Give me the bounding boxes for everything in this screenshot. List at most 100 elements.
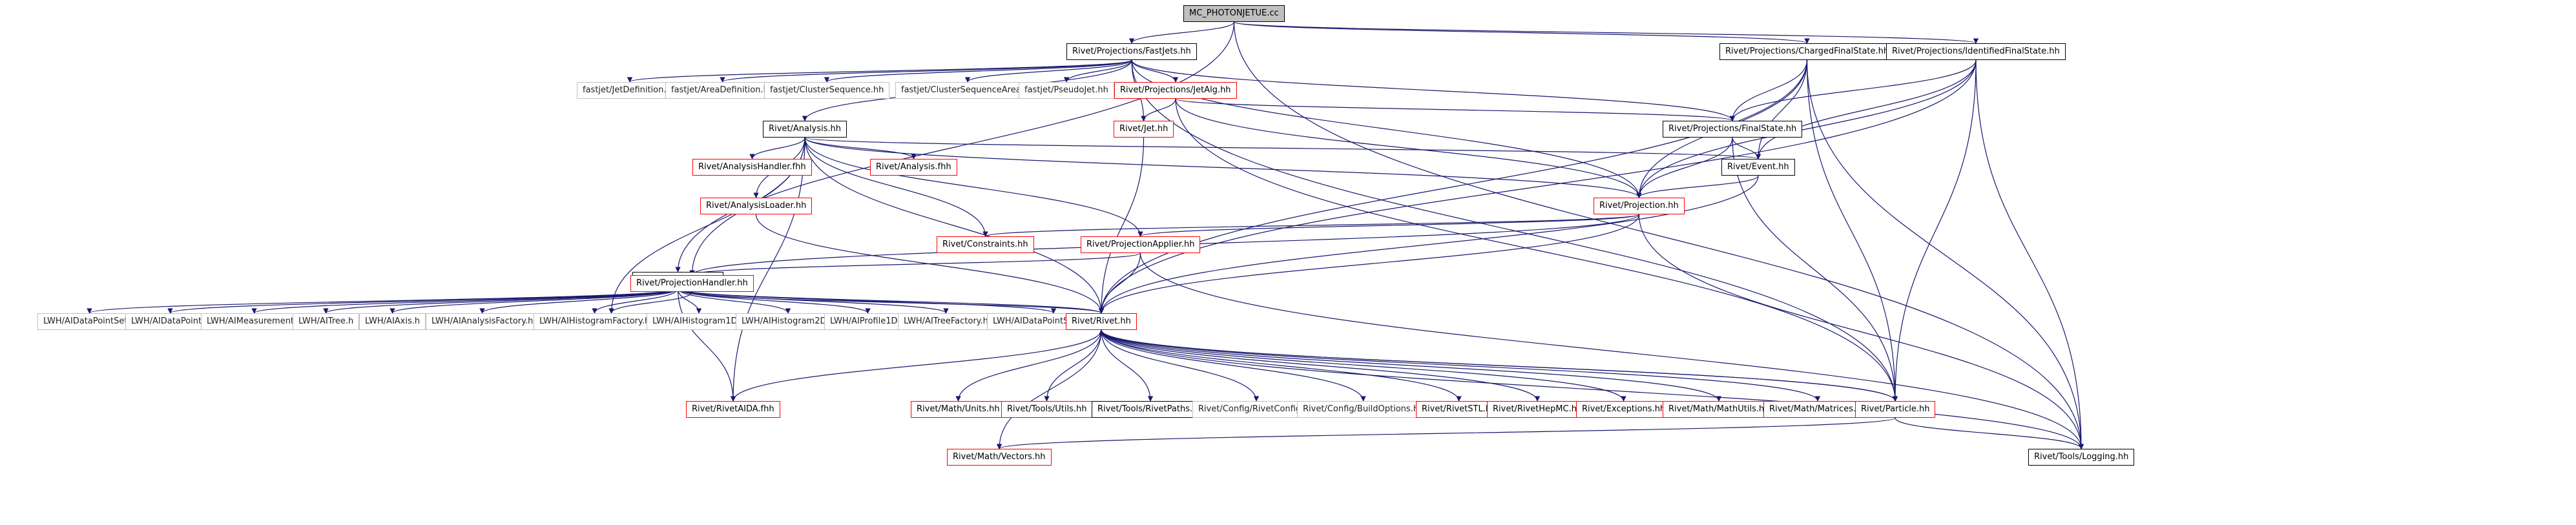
node-lwh-axis[interactable]: LWH/AIAxis.h xyxy=(359,313,426,330)
node-chargedfs[interactable]: Rivet/Projections/ChargedFinalState.hh xyxy=(1719,43,1895,60)
node-lwh-h1d[interactable]: LWH/AIHistogram1D.h xyxy=(647,313,751,330)
edge-rivet-to-utils xyxy=(1044,329,1102,402)
edge-rivet-to-matrices xyxy=(1101,329,1821,402)
edge-finalstate-to-event xyxy=(1732,137,1761,160)
edge-rivet-to-rivethepmc xyxy=(1101,329,1541,402)
edge-fastjets-to-fj-clusterseqarea xyxy=(964,59,1132,83)
edge-analysis-to-analysisfhh xyxy=(804,137,917,160)
edge-root-to-logging-hh xyxy=(1233,21,2084,449)
node-event[interactable]: Rivet/Event.hh xyxy=(1721,159,1795,176)
edge-projection-to-constraints xyxy=(982,214,1640,237)
node-analysis[interactable]: Rivet/Analysis.hh xyxy=(763,121,847,138)
edge-chargedfs-to-particle xyxy=(1806,59,1898,402)
edge-rivetaida-to-lwh-hf xyxy=(592,288,679,314)
edge-rivetaida-to-lwh-axis xyxy=(390,288,679,314)
node-lwh-dp[interactable]: LWH/AIDataPoint.h xyxy=(125,313,216,330)
edge-root-to-identifiedfs xyxy=(1233,21,1979,44)
node-projection[interactable]: Rivet/Projection.hh xyxy=(1594,198,1685,214)
node-particle[interactable]: Rivet/Particle.hh xyxy=(1855,401,1936,418)
node-fj-clusterseq[interactable]: fastjet/ClusterSequence.hh xyxy=(764,82,890,99)
edge-rivet-to-buildoptions xyxy=(1101,329,1366,402)
node-vectors[interactable]: Rivet/Math/Vectors.hh xyxy=(947,449,1052,466)
edge-projapplier-to-rivet xyxy=(1098,252,1141,314)
node-buildoptions[interactable]: Rivet/Config/BuildOptions.hh xyxy=(1297,401,1430,418)
node-root: MC_PHOTONJETUE.cc xyxy=(1183,5,1285,22)
edge-rivetaida-to-lwh-tree xyxy=(323,288,679,314)
node-lwh-tf[interactable]: LWH/AITreeFactory.h xyxy=(898,313,994,330)
edge-identifiedfs-to-projection xyxy=(1636,59,1977,198)
edge-analysis-to-projection xyxy=(804,137,1642,198)
node-fastjets[interactable]: Rivet/Projections/FastJets.hh xyxy=(1066,43,1197,60)
edge-fastjets-to-particle xyxy=(1131,59,1898,402)
edge-analysis-to-analysishandler xyxy=(749,137,805,160)
edge-particle-to-logging-hh xyxy=(1895,417,2084,449)
node-rivetaida-fhh[interactable]: Rivet/RivetAIDA.fhh xyxy=(686,401,780,418)
edge-projection-to-rivet xyxy=(1098,214,1640,314)
edge-rivetaida-to-lwh-dps xyxy=(87,288,679,314)
node-units[interactable]: Rivet/Math/Units.hh xyxy=(911,401,1006,418)
edge-analysis-to-event xyxy=(804,137,1761,160)
edge-particle-to-vectors xyxy=(997,417,1896,449)
node-lwh-hf[interactable]: LWH/AIHistogramFactory.h xyxy=(534,313,656,330)
edge-projhandler-to-logging-fhh xyxy=(608,291,693,314)
node-analysishandler[interactable]: Rivet/AnalysisHandler.fhh xyxy=(692,159,812,176)
edge-rivetaida-to-lwh-p1d xyxy=(677,288,871,314)
edge-projapplier-to-logging-hh xyxy=(1139,252,2084,449)
edge-root-to-fastjets xyxy=(1128,21,1235,44)
edge-layer xyxy=(87,21,2084,449)
node-utils[interactable]: Rivet/Tools/Utils.hh xyxy=(1001,401,1093,418)
node-identifiedfs[interactable]: Rivet/Projections/IdentifiedFinalState.h… xyxy=(1886,43,2066,60)
node-fj-clusterseqarea[interactable]: fastjet/ClusterSequenceArea.hh xyxy=(895,82,1041,99)
node-rivetpaths[interactable]: Rivet/Tools/RivetPaths.hh xyxy=(1092,401,1209,418)
edge-identifiedfs-to-logging-hh xyxy=(1975,59,2084,449)
node-jetalg[interactable]: Rivet/Projections/JetAlg.hh xyxy=(1114,82,1237,99)
node-logging-hh[interactable]: Rivet/Tools/Logging.hh xyxy=(2028,449,2135,466)
edge-analysis-to-constraints xyxy=(804,137,988,237)
edge-fastjets-to-fj-jetdef xyxy=(627,59,1132,83)
edge-rivet-to-logging-hh xyxy=(1101,329,2084,449)
edge-rivet-to-vectors xyxy=(996,329,1102,449)
edge-jet-to-rivet xyxy=(1098,137,1145,314)
edge-jetalg-to-projection xyxy=(1175,98,1642,198)
edge-identifiedfs-to-finalstate xyxy=(1729,59,1977,121)
edge-finalstate-to-particle xyxy=(1732,137,1898,402)
node-fj-jetdef[interactable]: fastjet/JetDefinition.hh xyxy=(577,82,683,99)
node-jet[interactable]: Rivet/Jet.hh xyxy=(1114,121,1174,138)
node-rivethepmc[interactable]: Rivet/RivetHepMC.hh xyxy=(1487,401,1588,418)
node-fj-pseudojet[interactable]: fastjet/PseudoJet.hh xyxy=(1019,82,1114,99)
node-rivet[interactable]: Rivet/Rivet.hh xyxy=(1066,313,1137,330)
edge-identifiedfs-to-rivet xyxy=(1098,59,1977,314)
node-finalstate[interactable]: Rivet/Projections/FinalState.hh xyxy=(1663,121,1803,138)
node-lwh-p1d[interactable]: LWH/AIProfile1D.h xyxy=(824,313,911,330)
edge-identifiedfs-to-event xyxy=(1755,59,1977,160)
edge-finalstate-to-projection xyxy=(1636,137,1733,198)
node-analysisfhh[interactable]: Rivet/Analysis.fhh xyxy=(870,159,957,176)
edge-projhandler-to-rivet xyxy=(691,291,1104,314)
node-exceptions[interactable]: Rivet/Exceptions.hh xyxy=(1576,401,1672,418)
edge-jetalg-to-jet xyxy=(1141,98,1176,121)
edge-rivetaida-to-lwh-meas xyxy=(251,288,679,314)
node-lwh-h2d[interactable]: LWH/AIHistogram2D.h xyxy=(736,313,840,330)
edge-rivetaida-to-lwh-tf xyxy=(677,288,949,314)
edge-rivet-to-mathutils xyxy=(1101,329,1722,402)
node-lwh-tree[interactable]: LWH/AITree.h xyxy=(293,313,360,330)
node-constraints[interactable]: Rivet/Constraints.hh xyxy=(937,236,1034,253)
node-lwh-dps[interactable]: LWH/AIDataPointSet.h xyxy=(37,313,141,330)
node-matrices[interactable]: Rivet/Math/Matrices.hh xyxy=(1763,401,1873,418)
node-fj-areadef[interactable]: fastjet/AreaDefinition.hh xyxy=(665,82,780,99)
edge-root-to-chargedfs xyxy=(1233,21,1810,44)
node-projhandler[interactable]: Rivet/ProjectionHandler.hh xyxy=(630,275,754,292)
edge-event-to-projection xyxy=(1636,175,1759,198)
node-projapplier[interactable]: Rivet/ProjectionApplier.hh xyxy=(1081,236,1201,253)
edge-chargedfs-to-finalstate xyxy=(1729,59,1808,121)
node-mathutils[interactable]: Rivet/Math/MathUtils.hh xyxy=(1663,401,1776,418)
edge-chargedfs-to-logging-hh xyxy=(1806,59,2084,449)
node-lwh-meas[interactable]: LWH/AIMeasurement.h xyxy=(201,313,308,330)
edge-fastjets-to-projection xyxy=(1131,59,1642,198)
edge-rivet-to-units xyxy=(955,329,1102,402)
edge-particle-to-rivet xyxy=(1098,329,1896,402)
edge-projection-to-logging-hh xyxy=(1638,214,2084,449)
node-lwh-af[interactable]: LWH/AIAnalysisFactory.h xyxy=(426,313,539,330)
node-analysisloader[interactable]: Rivet/AnalysisLoader.hh xyxy=(700,198,813,214)
edge-rivetaida-to-lwh-h2d xyxy=(677,288,791,314)
